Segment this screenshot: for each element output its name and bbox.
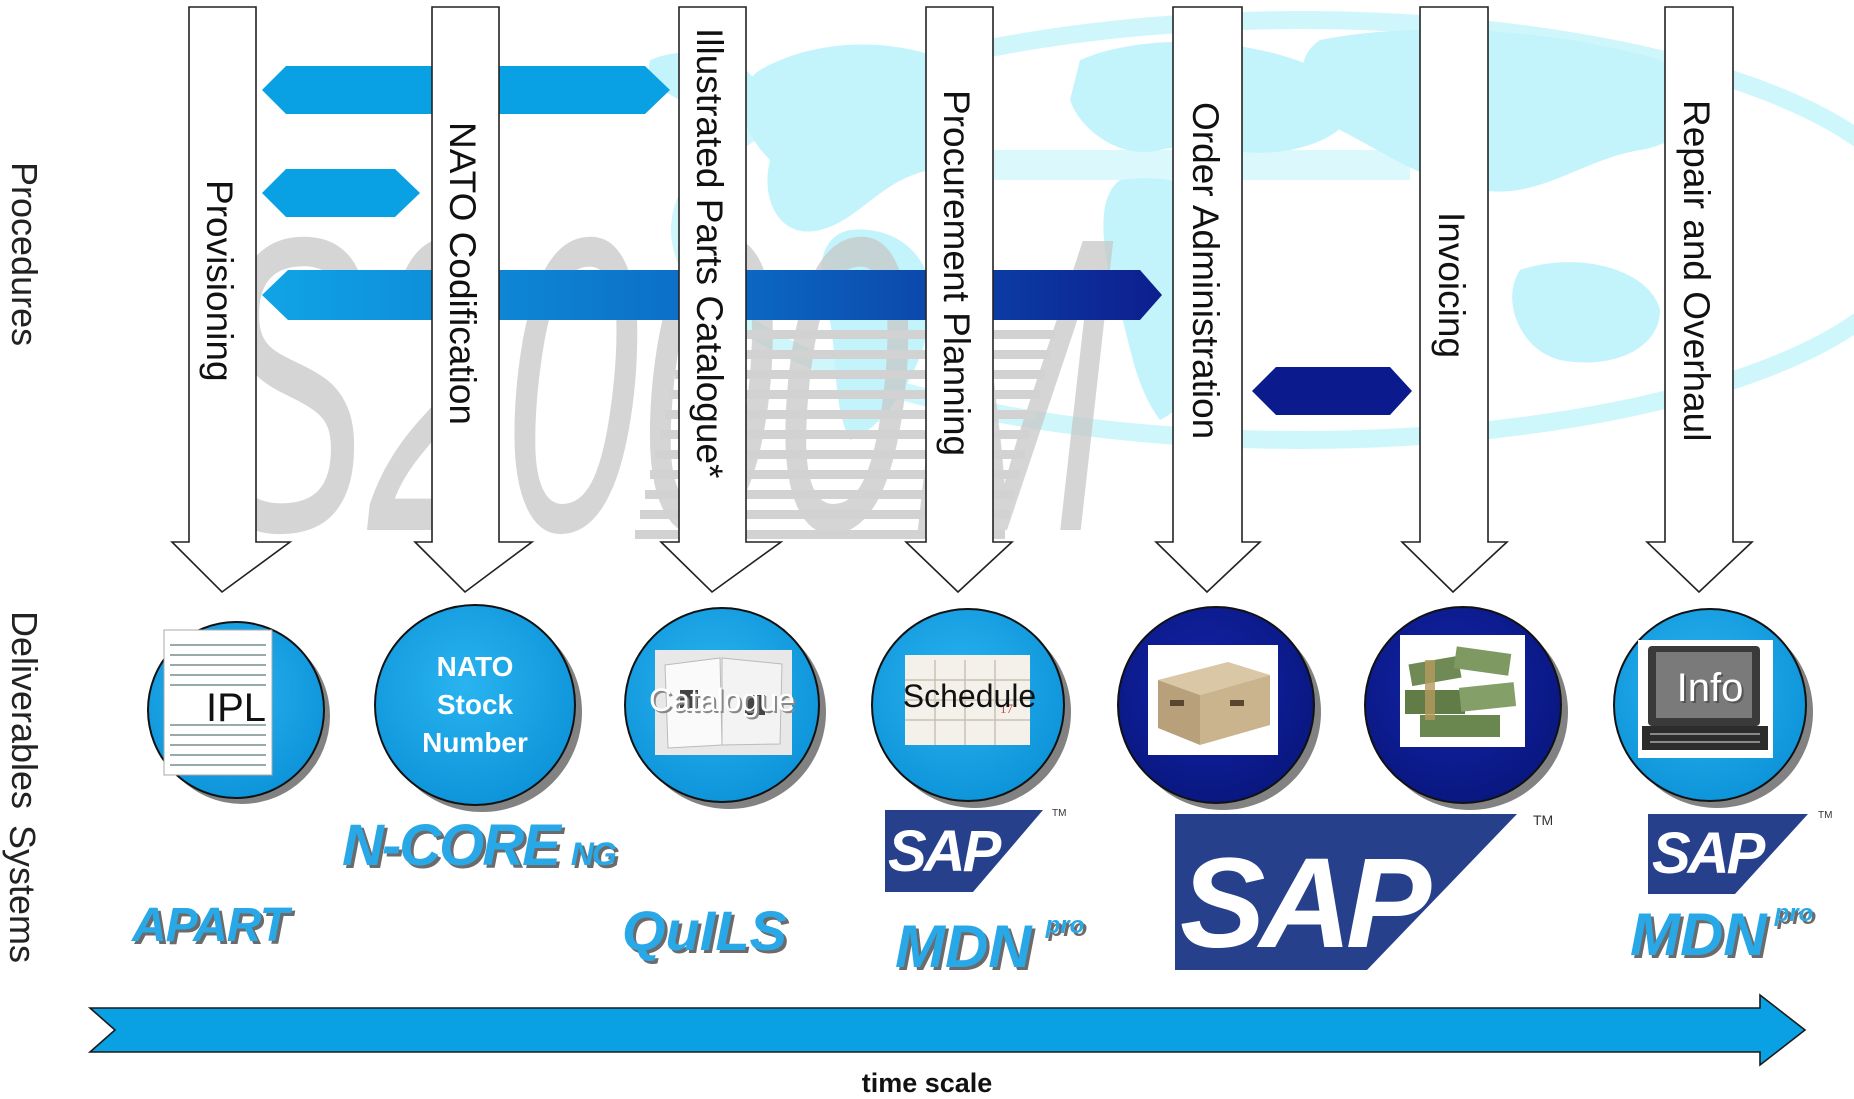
deliverable-nato-stock-number [374,604,582,812]
deliverable-schedule: 17 [871,608,1071,808]
apart-logo: APART [132,898,289,953]
ncore-logo-text: N-CORE [342,813,561,878]
nato-line-2: Stock [436,689,514,720]
wooden-box-icon [1148,645,1278,755]
deliverable-label-ipl: IPL [205,686,267,730]
procedure-label-nato-codification: NATO Codification [442,122,483,425]
sap-logo-large [1175,814,1517,970]
procedure-arrow-repair-overhaul [1645,6,1755,594]
deliverable-label-nato: NATO Stock Number [405,648,545,762]
time-scale-arrow [87,993,1807,1067]
mdn-pro-suffix-2: pro [1774,900,1814,927]
sap-tm-large: TM [1533,812,1554,828]
deliverable-info [1613,608,1813,808]
nato-line-1: NATO [436,651,514,682]
nato-line-3: Number [422,727,528,758]
deliverable-label-catalogue: Catalogue [649,682,795,718]
procedure-label-ipc: Illustrated Parts Catalogue* [689,28,730,479]
quils-logo-text: QuILS [622,899,787,962]
deliverables-label: Deliverables [4,610,45,810]
procedure-arrow-ipc [659,6,784,594]
mdn-pro-logo-1: MDN pro [895,912,1084,981]
sap-logo-text-1: SAP [888,819,1001,884]
procedure-arrow-nato-codification [413,6,535,594]
deliverable-label-schedule: Schedule [902,678,1037,714]
procedure-label-order-administration: Order Administration [1185,102,1226,440]
deliverable-label-info: Info [1676,666,1744,710]
mdn-pro-suffix-1: pro [1045,912,1085,939]
sap-logo-text-2: SAP [1652,821,1765,886]
svg-text:17: 17 [1000,701,1014,716]
sap-logo-text-large: SAP [1180,832,1431,975]
deliverable-order-box [1117,606,1321,810]
money-stack-icon [1400,635,1525,747]
mdn-logo-text-2: MDN [1630,901,1767,968]
procedure-label-procurement-planning: Procurement Planning [936,90,977,457]
procedure-arrow-procurement-planning [904,6,1015,594]
sap-tm-2: TM [1818,810,1833,821]
procedure-arrows [170,6,1755,594]
ncore-logo-suffix: NG [570,836,617,872]
document-list-icon [163,629,273,776]
procedure-label-provisioning: Provisioning [199,180,240,382]
procedure-arrow-order-administration [1154,6,1263,594]
procedures-label: Procedures [4,162,45,347]
sap-logo-small-1 [885,810,1043,892]
procedure-arrow-provisioning [170,6,293,594]
mdn-logo-text-1: MDN [895,913,1032,980]
arrow-provisioning-to-nato [262,169,420,217]
procedure-label-invoicing: Invoicing [1431,212,1472,359]
procedure-arrow-invoicing [1400,6,1510,594]
time-scale-label: time scale [861,1068,993,1098]
deliverable-circles: 17 [147,604,1813,812]
quils-logo: QuILS [622,898,787,963]
deliverable-catalogue [624,607,826,809]
systems-label: Systems [2,825,43,964]
catalogue-photo-icon [655,650,792,755]
sap-logo-small-2 [1648,814,1808,894]
arrow-order-to-invoicing [1252,367,1412,415]
apart-logo-text: APART [132,899,289,952]
deliverable-ipl [147,621,330,804]
laptop-icon [1638,640,1773,758]
deliverable-invoice-money [1364,606,1568,810]
procedure-label-repair-overhaul: Repair and Overhaul [1676,100,1717,442]
mdn-pro-logo-2: MDN pro [1630,900,1813,969]
sap-tm-1: TM [1052,808,1067,819]
calendar-icon: 17 [905,655,1030,745]
